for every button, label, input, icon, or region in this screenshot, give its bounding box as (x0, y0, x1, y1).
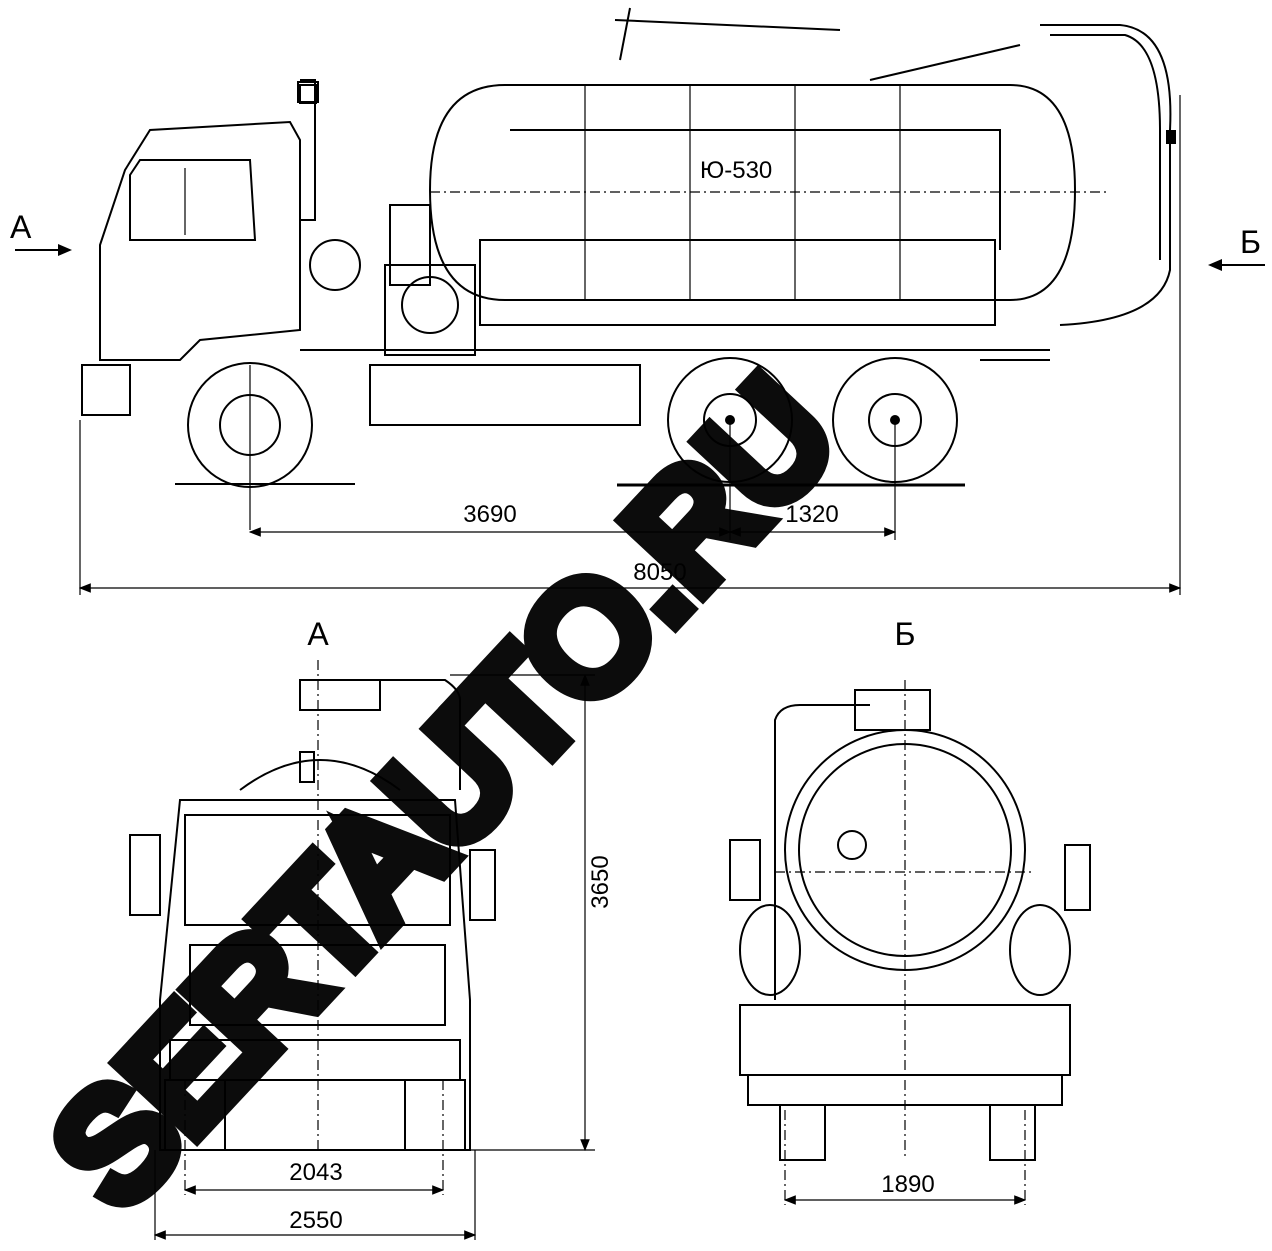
rear-view-title: Б (895, 616, 916, 652)
arrow-B-label: Б (1240, 224, 1261, 260)
beacon-light-front (299, 751, 315, 783)
front-wheel-right (404, 1079, 466, 1151)
dim-overall-width: 2550 (153, 1207, 477, 1240)
front-view-title: А (307, 616, 329, 652)
dim-wheelbase-rear: 1320 (728, 501, 897, 537)
dim-height-label: 3650 (587, 855, 614, 908)
boom-and-hose (614, 7, 1176, 326)
front-wheel (187, 362, 313, 530)
dim-overall-length-label: 8050 (633, 559, 686, 586)
rear-wheel-left (779, 1104, 826, 1161)
rear-light-left (729, 839, 761, 901)
rear-view: Б 1890 (729, 616, 1091, 1205)
rear-valve-assembly (854, 689, 931, 731)
front-wheel-left (164, 1079, 226, 1151)
tank: Ю-530 (428, 84, 1110, 301)
tank-hatch-small (837, 830, 867, 860)
side-view: Ю-530 (10, 7, 1265, 595)
cab-outline (81, 79, 319, 416)
dim-front-track-label: 2043 (289, 1159, 342, 1186)
arrow-B-side: Б (1208, 224, 1265, 271)
mirror-left (129, 834, 161, 916)
tank-label: Ю-530 (700, 157, 772, 184)
arrow-A-label: А (10, 209, 32, 245)
pump-assembly (309, 204, 476, 356)
beacon-light (299, 84, 317, 104)
mirror-right (469, 849, 496, 921)
front-view: А 3650 2043 2550 (129, 616, 614, 1240)
rear-light-right (1064, 844, 1091, 911)
dim-height: 3650 (580, 673, 614, 1152)
dim-front-track: 2043 (183, 1159, 445, 1195)
rear-wheel-2 (832, 357, 958, 540)
dim-overall-length: 8050 (78, 559, 1182, 593)
dim-overall-width-label: 2550 (289, 1207, 342, 1234)
dim-rear-track: 1890 (783, 1171, 1027, 1205)
dim-wheelbase-front: 3690 (248, 501, 732, 537)
dim-wheelbase-rear-label: 1320 (785, 501, 838, 528)
lower-body (300, 239, 1050, 426)
dim-rear-track-label: 1890 (881, 1171, 934, 1198)
dim-wheelbase-front-label: 3690 (463, 501, 516, 528)
arrow-A-side: А (10, 209, 72, 256)
rear-wheel-right (989, 1104, 1036, 1161)
bumper (169, 1039, 461, 1081)
rear-wheel-1 (667, 357, 793, 540)
